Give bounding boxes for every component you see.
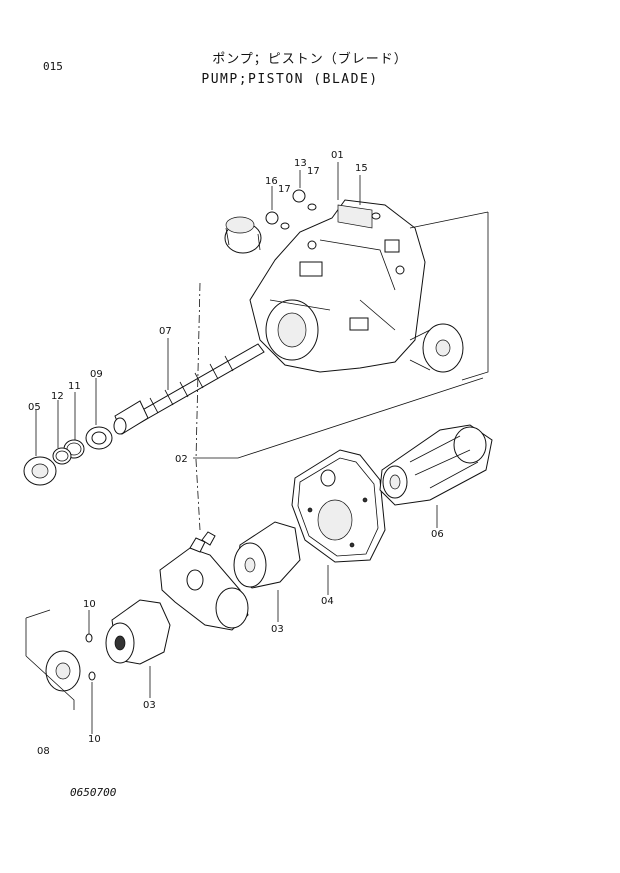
pump-housing-part — [249, 199, 426, 373]
centre-line — [195, 282, 201, 531]
oil-seal-part — [85, 426, 113, 450]
title-japanese: ポンプ；ピストン（ブレード） — [212, 52, 408, 67]
callout-05: 05 — [28, 402, 41, 413]
callout-10: 10 — [83, 599, 96, 610]
lower-bracket-line — [25, 609, 75, 710]
housing-bracket-line — [409, 211, 489, 229]
pin-part — [85, 633, 96, 681]
piston-drum-part — [105, 599, 171, 665]
callout-04: 04 — [321, 596, 334, 607]
seal-cover-part — [23, 456, 57, 486]
plug-part — [265, 189, 381, 230]
callout-12: 12 — [51, 391, 64, 402]
callout-15: 15 — [355, 163, 368, 174]
leader-lines — [35, 162, 438, 734]
callout-07: 07 — [159, 326, 172, 337]
gear-pump-part — [379, 424, 493, 506]
callout-17: 17 — [307, 166, 320, 177]
callout-09: 09 — [90, 369, 103, 380]
callout-06: 06 — [431, 529, 444, 540]
valve-plate-part — [291, 449, 386, 563]
drive-shaft-part — [113, 343, 265, 435]
callout-03: 03 — [143, 700, 156, 711]
cylinder-block-part — [233, 521, 301, 589]
callout-13: 13 — [294, 158, 307, 169]
retaining-ring-part — [52, 447, 72, 465]
thrust-plate-part — [45, 650, 81, 692]
port-flange-part — [409, 323, 464, 373]
title-english: PUMP;PISTON (BLADE) — [201, 72, 379, 87]
housing-bracket-line — [461, 212, 489, 381]
callout-10: 10 — [88, 734, 101, 745]
callout-02: 02 — [175, 454, 188, 465]
callout-01: 01 — [331, 150, 344, 161]
page-code: 015 — [43, 60, 63, 73]
drawing-number: 0650700 — [70, 786, 117, 799]
callout-11: 11 — [68, 381, 81, 392]
swash-plate-part — [159, 531, 249, 631]
callout-17: 17 — [278, 184, 291, 195]
callout-03: 03 — [271, 624, 284, 635]
leader-line — [193, 377, 484, 459]
callout-08: 08 — [37, 746, 50, 757]
callout-16: 16 — [265, 176, 278, 187]
end-cap-part — [224, 216, 262, 254]
